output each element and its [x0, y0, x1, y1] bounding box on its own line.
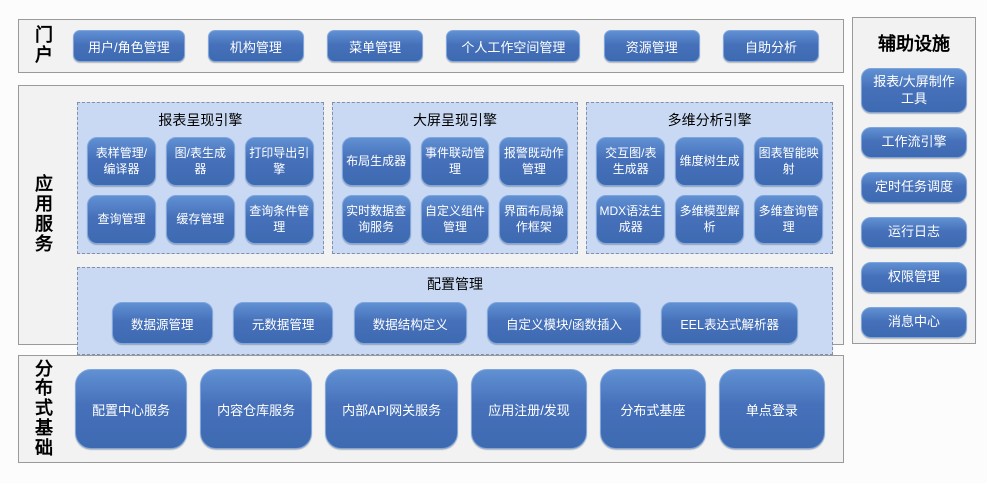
portal-label-column: 门户 [19, 20, 69, 72]
group-dashboard-rendering-engine: 大屏呈现引擎 布局生成器 事件联动管理 报警既动作管理 实时数据查询服务 自定义… [331, 102, 579, 254]
app-services-label: 应用服务 [35, 174, 53, 254]
app-services-panel: 应用服务 报表呈现引擎 表样管理/编译器 图/表生成器 打印导出引擎 查询管理 … [18, 85, 844, 355]
module-node: 实时数据查询服务 [341, 195, 411, 244]
module-node: 表样管理/编译器 [87, 137, 156, 186]
node-internal-api-gateway-service: 内部API网关服务 [325, 369, 459, 449]
module-node: 事件联动管理 [420, 137, 490, 186]
module-node: 元数据管理 [232, 302, 334, 344]
node-workflow-engine: 工作流引擎 [861, 127, 967, 158]
node-user-role-management: 用户/角色管理 [73, 30, 185, 62]
module-node: 多维查询管理 [754, 195, 824, 244]
distributed-label-column: 分布式基础 [19, 356, 69, 462]
module-node: 数据源管理 [112, 302, 213, 344]
node-resource-management: 资源管理 [603, 30, 700, 62]
portal-buttons-row: 用户/角色管理 机构管理 菜单管理 个人工作空间管理 资源管理 自助分析 [69, 20, 843, 72]
module-node: EEL表达式解析器 [661, 302, 798, 344]
node-distributed-base: 分布式基座 [599, 369, 706, 449]
node-organization-management: 机构管理 [207, 30, 304, 62]
module-node: 查询条件管理 [244, 195, 314, 244]
config-modules-row: 数据源管理 元数据管理 数据结构定义 自定义模块/函数插入 EEL表达式解析器 [88, 302, 822, 344]
group-configuration-management: 配置管理 数据源管理 元数据管理 数据结构定义 自定义模块/函数插入 EEL表达… [77, 267, 833, 355]
module-node: 维度树生成 [675, 137, 745, 186]
node-run-log: 运行日志 [861, 217, 967, 248]
module-node: 打印导出引擎 [244, 137, 314, 186]
portal-panel: 门户 用户/角色管理 机构管理 菜单管理 个人工作空间管理 资源管理 自助分析 [18, 19, 844, 73]
auxiliary-buttons-list: 报表/大屏制作工具 工作流引擎 定时任务调度 运行日志 权限管理 消息中心 [861, 68, 967, 338]
distributed-foundation-panel: 分布式基础 配置中心服务 内容仓库服务 内部API网关服务 应用注册/发现 分布… [18, 355, 844, 463]
node-config-center-service: 配置中心服务 [75, 369, 188, 449]
module-node: 报警既动作管理 [499, 137, 569, 186]
node-message-center: 消息中心 [861, 307, 967, 338]
module-node: 界面布局操作框架 [499, 195, 569, 244]
module-grid: 表样管理/编译器 图/表生成器 打印导出引擎 查询管理 缓存管理 查询条件管理 [87, 137, 314, 244]
node-personal-workspace-management: 个人工作空间管理 [446, 30, 581, 62]
auxiliary-title: 辅助设施 [878, 34, 950, 54]
module-node: 缓存管理 [165, 195, 235, 244]
node-permission-management: 权限管理 [861, 262, 967, 293]
engines-row: 报表呈现引擎 表样管理/编译器 图/表生成器 打印导出引擎 查询管理 缓存管理 … [77, 102, 834, 254]
module-node: MDX语法生成器 [596, 195, 666, 244]
module-node: 自定义组件管理 [420, 195, 490, 244]
module-node: 交互图/表生成器 [596, 137, 666, 186]
app-services-content: 报表呈现引擎 表样管理/编译器 图/表生成器 打印导出引擎 查询管理 缓存管理 … [69, 86, 843, 355]
module-node: 多维模型解析 [675, 195, 745, 244]
module-node: 图/表生成器 [165, 137, 235, 186]
module-node: 自定义模块/函数插入 [487, 302, 642, 344]
group-title: 大屏呈现引擎 [413, 112, 497, 128]
group-report-rendering-engine: 报表呈现引擎 表样管理/编译器 图/表生成器 打印导出引擎 查询管理 缓存管理 … [77, 102, 324, 254]
node-self-service-analysis: 自助分析 [722, 30, 819, 62]
group-title: 报表呈现引擎 [158, 112, 243, 128]
group-title: 配置管理 [427, 276, 483, 292]
portal-label: 门户 [35, 25, 53, 65]
module-grid: 交互图/表生成器 维度树生成 图表智能映射 MDX语法生成器 多维模型解析 多维… [596, 137, 824, 244]
node-single-sign-on: 单点登录 [718, 369, 825, 449]
node-report-dashboard-authoring-tool: 报表/大屏制作工具 [861, 68, 967, 113]
node-menu-management: 菜单管理 [327, 30, 424, 62]
module-grid: 布局生成器 事件联动管理 报警既动作管理 实时数据查询服务 自定义组件管理 界面… [341, 137, 569, 244]
app-services-label-column: 应用服务 [19, 86, 69, 344]
module-node: 数据结构定义 [353, 302, 467, 344]
node-content-repository-service: 内容仓库服务 [200, 369, 313, 449]
module-node: 布局生成器 [341, 137, 411, 186]
module-node: 图表智能映射 [754, 137, 824, 186]
node-app-registration-discovery: 应用注册/发现 [471, 369, 587, 449]
distributed-label: 分布式基础 [35, 358, 53, 458]
group-multidim-analysis-engine: 多维分析引擎 交互图/表生成器 维度树生成 图表智能映射 MDX语法生成器 多维… [586, 102, 834, 254]
module-node: 查询管理 [87, 195, 156, 244]
distributed-buttons-row: 配置中心服务 内容仓库服务 内部API网关服务 应用注册/发现 分布式基座 单点… [69, 356, 843, 462]
auxiliary-facilities-panel: 辅助设施 报表/大屏制作工具 工作流引擎 定时任务调度 运行日志 权限管理 消息… [852, 17, 976, 344]
group-title: 多维分析引擎 [667, 112, 752, 128]
node-scheduled-task-scheduling: 定时任务调度 [861, 172, 967, 203]
